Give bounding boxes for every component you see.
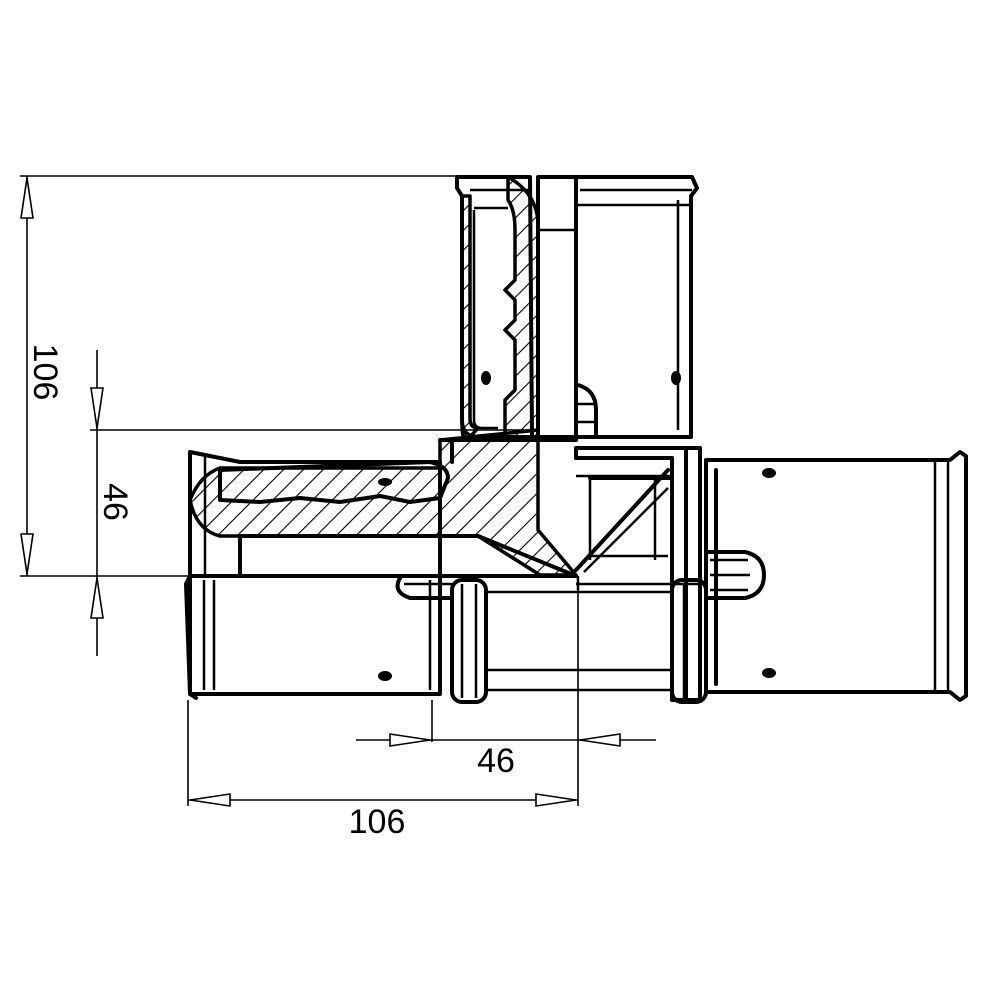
dimension-label-horizontal-inner: 46 bbox=[477, 742, 515, 780]
dimension-label-horizontal-total: 106 bbox=[349, 803, 406, 841]
tee-housing bbox=[395, 446, 708, 704]
right-press-sleeve bbox=[704, 450, 968, 702]
bottom-left-press-sleeve bbox=[184, 574, 442, 700]
top-branch-sleeve bbox=[455, 175, 699, 439]
dimension-label-vertical-total: 106 bbox=[26, 344, 64, 401]
dimension-horizontal-inner: 46 bbox=[356, 590, 656, 806]
elbow-body-section bbox=[188, 428, 578, 578]
dimension-label-vertical-inner: 46 bbox=[96, 483, 134, 521]
dimension-vertical-inner: 46 bbox=[90, 350, 540, 656]
top-seal-nub bbox=[576, 383, 598, 439]
dimension-horizontal-total: 106 bbox=[187, 700, 578, 841]
dimension-vertical-total: 106 bbox=[20, 175, 456, 577]
